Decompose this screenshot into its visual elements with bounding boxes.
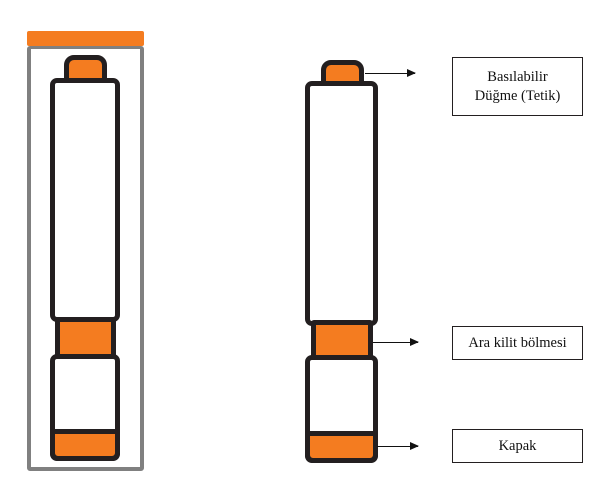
label-cap: Kapak — [452, 429, 583, 463]
arrow-trigger — [365, 69, 416, 77]
label-trigger-line1: Basılabilir — [487, 68, 548, 85]
left-cap — [50, 429, 120, 461]
label-trigger-line2: Düğme (Tetik) — [474, 87, 561, 104]
label-lock: Ara kilit bölmesi — [452, 326, 583, 360]
cap — [305, 431, 378, 463]
package-lid — [27, 31, 144, 46]
lock-section — [311, 320, 373, 360]
left-main-body — [50, 78, 120, 322]
arrow-cap — [377, 442, 419, 450]
label-cap-text: Kapak — [498, 437, 537, 454]
arrow-lock — [373, 338, 419, 346]
label-trigger: Basılabilir Düğme (Tetik) — [452, 57, 583, 116]
label-lock-text: Ara kilit bölmesi — [468, 334, 567, 351]
main-body — [305, 81, 378, 326]
left-lock-section — [55, 317, 116, 359]
package-box — [27, 46, 144, 471]
